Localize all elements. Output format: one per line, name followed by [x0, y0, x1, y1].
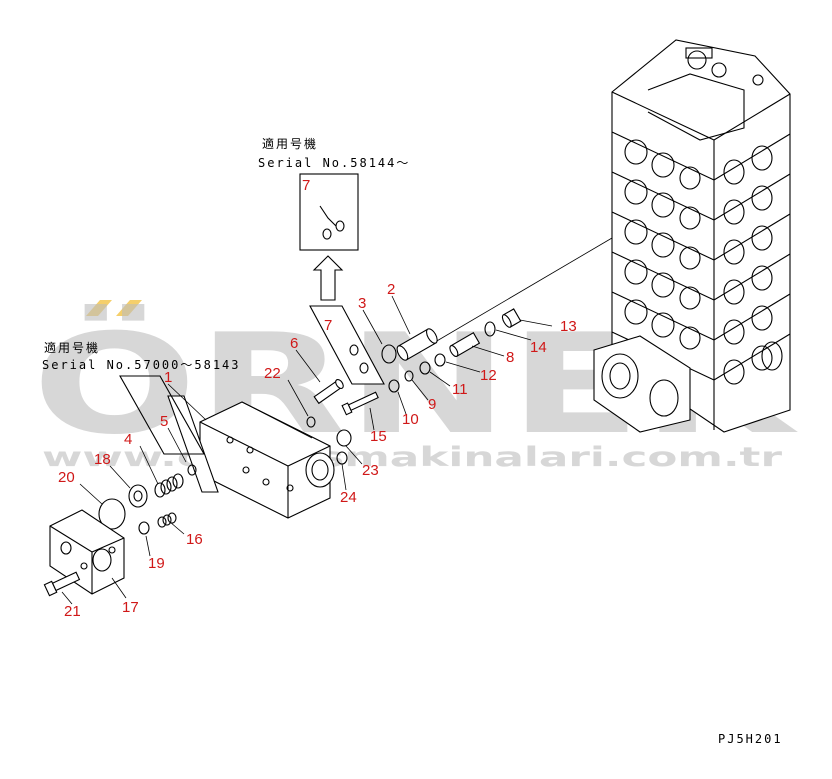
- callout-20: 20: [58, 469, 75, 486]
- callout-1: 1: [164, 369, 172, 386]
- callout-24: 24: [340, 489, 357, 506]
- callout-17: 17: [122, 599, 139, 616]
- watermark-accent-left: [86, 300, 112, 316]
- note-upper-line1: 適用号機: [262, 136, 318, 151]
- valve-section-block: [199, 401, 335, 519]
- callout-8: 8: [506, 349, 514, 366]
- spool-axis-line: [429, 237, 613, 346]
- spool-parts: [306, 308, 522, 465]
- callout-13: 13: [560, 318, 577, 335]
- callout-3: 3: [358, 295, 366, 312]
- callout-22: 22: [264, 365, 281, 382]
- callout-7: 7: [324, 317, 332, 334]
- watermark-accent-right: [116, 300, 142, 316]
- callout-5: 5: [160, 413, 168, 430]
- note-lower-line2: Serial No.57000～58143: [42, 358, 241, 372]
- up-arrow: [312, 255, 344, 301]
- gasket-plate-7: [309, 305, 385, 385]
- callout-15: 15: [370, 428, 387, 445]
- note-lower-line1: 適用号機: [44, 340, 100, 355]
- note-upper-line2: Serial No.58144～: [258, 156, 410, 170]
- callout-9: 9: [428, 396, 436, 413]
- control-valve-body: [593, 39, 791, 433]
- callout-12: 12: [480, 367, 497, 384]
- inset-box: [299, 173, 359, 251]
- callout-23: 23: [362, 462, 379, 479]
- callout-10: 10: [402, 411, 419, 428]
- callout-11: 11: [452, 381, 468, 398]
- callout-18: 18: [94, 451, 111, 468]
- callout-14: 14: [530, 339, 547, 356]
- callout-19: 19: [148, 555, 165, 572]
- callout-4: 4: [124, 431, 132, 448]
- callout-numbers: 7 1 2 3 4 5 6 7 8 9 10 11 12 13 14 15 16…: [58, 177, 577, 620]
- left-parts: [43, 375, 219, 597]
- drawing-code: PJ5H201: [718, 732, 783, 746]
- callout-6: 6: [290, 335, 298, 352]
- inset-callout: 7: [302, 177, 310, 194]
- callout-2: 2: [387, 281, 395, 298]
- leader-lines: [61, 295, 553, 605]
- callout-16: 16: [186, 531, 203, 548]
- watermark-url: www.orneksmakinalari.com.tr: [42, 442, 783, 473]
- callout-21: 21: [64, 603, 81, 620]
